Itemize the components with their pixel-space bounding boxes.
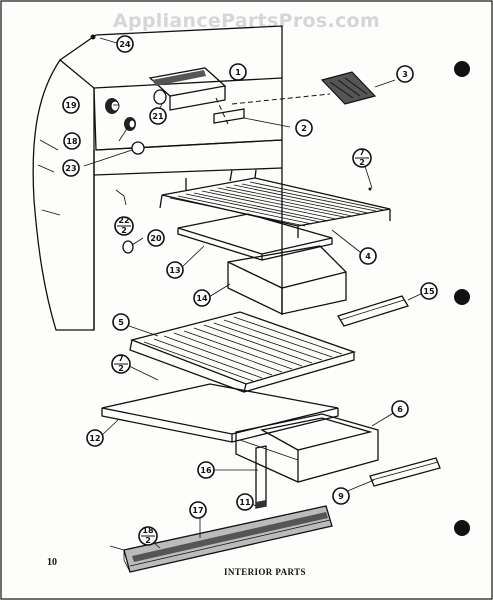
svg-text:6: 6 [397, 405, 403, 414]
trim-strip-upper [337, 295, 409, 327]
svg-text:18: 18 [142, 526, 154, 535]
fraction-ref-7-2-lower: 7 2 [111, 354, 131, 374]
binder-hole [454, 61, 470, 77]
fraction-ref-18-2: 18 2 [138, 526, 158, 546]
fraction-ref-7-2-upper: 7 2 [352, 148, 372, 168]
svg-text:2: 2 [145, 536, 151, 545]
svg-text:21: 21 [152, 112, 164, 121]
callout-23: 23 [62, 159, 80, 177]
lower-wire-shelf [129, 311, 357, 393]
svg-text:2: 2 [118, 364, 124, 373]
svg-text:4: 4 [365, 252, 371, 261]
chiller-cover [177, 213, 333, 261]
kick-plate [109, 505, 333, 573]
callout-13: 13 [166, 261, 184, 279]
svg-text:18: 18 [66, 137, 78, 146]
svg-text:13: 13 [169, 266, 180, 275]
callout-6: 6 [391, 400, 409, 418]
diagram-caption: INTERIOR PARTS [224, 567, 306, 577]
svg-text:7: 7 [118, 354, 124, 363]
crisper-drawer [235, 413, 379, 483]
crisper-divider [255, 445, 267, 509]
callout-18: 18 [63, 132, 81, 150]
fraction-ref-22-2: 22 2 [114, 216, 134, 236]
callout-5: 5 [112, 313, 130, 331]
control-knobs [90, 34, 372, 254]
callout-12: 12 [86, 429, 104, 447]
svg-text:19: 19 [65, 101, 77, 110]
callout-20: 20 [147, 229, 165, 247]
svg-text:1: 1 [235, 68, 241, 77]
callout-14: 14 [193, 289, 211, 307]
callout-4: 4 [359, 247, 377, 265]
cabinet-liner [32, 25, 283, 331]
svg-text:23: 23 [65, 164, 76, 173]
svg-text:16: 16 [200, 466, 212, 475]
callout-11: 11 [236, 493, 254, 511]
callout-24: 24 [116, 35, 134, 53]
watermark: AppliancePartsPros.com [112, 10, 380, 32]
callout-2: 2 [295, 119, 313, 137]
binder-hole [454, 520, 470, 536]
svg-text:9: 9 [338, 492, 344, 501]
svg-text:5: 5 [118, 318, 124, 327]
binder-hole [454, 289, 470, 305]
callout-16: 16 [197, 461, 215, 479]
svg-text:15: 15 [423, 287, 435, 296]
svg-text:2: 2 [301, 124, 307, 133]
crisper-cover [101, 383, 339, 443]
svg-text:17: 17 [192, 506, 203, 515]
svg-text:22: 22 [118, 216, 129, 225]
svg-text:14: 14 [196, 294, 208, 303]
meat-keeper-drawer [227, 245, 347, 315]
control-housing [148, 67, 245, 124]
trim-strip-lower [369, 457, 441, 487]
callout-1: 1 [229, 63, 247, 81]
callout-15: 15 [420, 282, 438, 300]
callout-9: 9 [332, 487, 350, 505]
svg-text:2: 2 [359, 158, 365, 167]
page-number: 10 [47, 557, 57, 568]
svg-text:11: 11 [239, 498, 251, 507]
svg-text:12: 12 [89, 434, 100, 443]
callout-17: 17 [189, 501, 207, 519]
leader-lines [83, 37, 426, 549]
svg-text:7: 7 [359, 148, 365, 157]
svg-text:24: 24 [119, 40, 131, 49]
callout-3: 3 [396, 65, 414, 83]
upper-wire-shelf [159, 169, 391, 238]
ice-tray [320, 71, 377, 105]
svg-text:20: 20 [150, 234, 162, 243]
svg-text:2: 2 [121, 226, 127, 235]
callout-21: 21 [149, 107, 167, 125]
callout-19: 19 [62, 96, 80, 114]
svg-text:3: 3 [402, 70, 408, 79]
